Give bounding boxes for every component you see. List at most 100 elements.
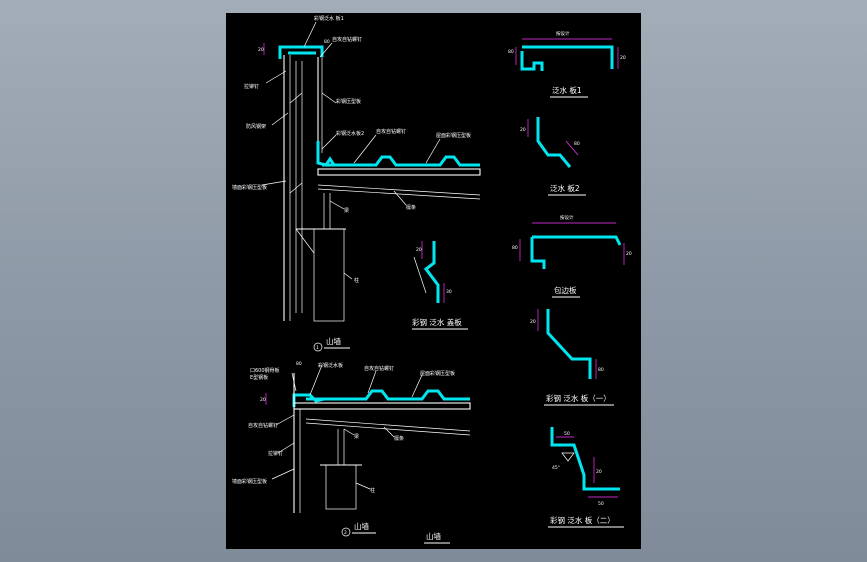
leader-wall xyxy=(261,180,287,186)
leader-roof xyxy=(425,138,441,164)
brace-1 xyxy=(289,92,303,104)
leader-frame xyxy=(271,112,289,126)
purlin-2 xyxy=(293,402,471,410)
flashing-1-detail: 按设计 80 20 泛水 板1 xyxy=(508,30,626,98)
flashing-b-dim-c-text: 20 xyxy=(596,469,602,475)
leader-rivet xyxy=(265,70,287,84)
flashing-a-dim-b-text: 80 xyxy=(598,367,604,373)
leader-beam xyxy=(329,200,345,210)
leader-purlin-2 xyxy=(383,426,395,438)
label-screw-2: 自攻自钻螺钉 xyxy=(364,365,394,372)
dim-20: 20 xyxy=(258,47,264,53)
leader-roof-2 xyxy=(411,374,423,398)
label-beam: 梁 xyxy=(344,207,349,214)
flashing-2-dim-b-text: 80 xyxy=(574,141,580,147)
cad-drawing: 20 80 彩钢泛水 板1 自攻自钻螺钉 拉铆钉 彩钢压型板 彩钢泛水板2 自攻… xyxy=(232,15,632,544)
label-column: 柱 xyxy=(354,277,359,284)
section-1-caption: 山墙 xyxy=(326,336,341,346)
beam-bottom xyxy=(317,188,481,200)
roof-panel-profile xyxy=(322,155,480,167)
dim-80-2: 80 xyxy=(296,361,302,367)
leader-wall-top xyxy=(321,92,337,104)
edge-cover-caption: 包边板 xyxy=(554,285,577,295)
leader-rivet-2 xyxy=(277,442,295,454)
label-beam-2: 梁 xyxy=(354,433,359,440)
section-2-detail: 20 80 口600钢骨板 E型钢板 彩钢泛水板 自攻自钻螺钉 屋面彩钢压型板 … xyxy=(232,361,471,537)
column-2 xyxy=(325,464,357,510)
leader-flashing-2 xyxy=(309,364,323,396)
leader-wall-2 xyxy=(271,468,295,480)
section-1-marker xyxy=(313,342,323,352)
flashing-shape xyxy=(292,393,325,407)
flashing-1-dim-a-text: 80 xyxy=(508,49,514,55)
knee-brace xyxy=(295,228,315,254)
edge-cover-dim-a-text: 80 xyxy=(512,245,518,251)
flashing-a-detail: 20 80 彩钢 泛水 板（一） xyxy=(530,309,614,406)
ridge-flashing-caption: 彩钢 泛水 盖板 xyxy=(412,317,462,327)
edge-cover-dim-top-text: 按设计 xyxy=(560,214,574,221)
flashing-1-detail-shape xyxy=(520,45,614,71)
section-2-number: 2 xyxy=(344,530,347,536)
leader-screw-2 xyxy=(367,370,377,394)
leader-screw-top xyxy=(319,42,333,58)
flashing-b-shape xyxy=(550,427,620,491)
drawing-sheet: 20 80 彩钢泛水 板1 自攻自钻螺钉 拉铆钉 彩钢压型板 彩钢泛水板2 自攻… xyxy=(226,13,641,549)
label-wall-top: 彩钢压型板 xyxy=(336,98,361,105)
beam-top xyxy=(317,184,481,196)
flashing-2-dim-a-text: 20 xyxy=(520,127,526,133)
label-flashing1: 彩钢泛水 板1 xyxy=(314,15,344,22)
label-rivet-2: 拉铆钉 xyxy=(268,450,283,457)
leader-purlin xyxy=(393,190,407,206)
label-steel-frame: 防风钢架 xyxy=(246,123,266,130)
label-purlin: 檩条 xyxy=(406,204,416,211)
flashing-2-detail: 20 80 泛水 板2 xyxy=(520,117,586,196)
flashing-b-caption: 彩钢 泛水 板（二） xyxy=(550,515,615,525)
label-roof-2: 屋面彩钢压型板 xyxy=(420,370,455,377)
ridge-flashing-shape xyxy=(423,241,440,303)
ridge-dim-a: 30 xyxy=(446,289,452,295)
leader-left-a xyxy=(291,372,297,392)
ridge-leader xyxy=(413,256,427,294)
dim-20-2: 20 xyxy=(260,397,266,403)
label-column-2: 柱 xyxy=(370,487,375,494)
ridge-flashing-detail: 30 20 彩钢 泛水 盖板 xyxy=(412,241,468,330)
flashing-2-detail-shape xyxy=(536,117,572,168)
label-left-a: 口600钢骨板 xyxy=(250,367,280,374)
flashing-a-dim-a-text: 20 xyxy=(530,319,536,325)
label-flashing2: 彩钢泛水板2 xyxy=(336,130,364,137)
flashing-a-shape xyxy=(546,309,592,379)
edge-cover-dim-b-text: 20 xyxy=(626,251,632,257)
leader-column-2 xyxy=(355,482,371,490)
flashing-1-shape xyxy=(278,45,324,59)
section-2-caption: 山墙 xyxy=(354,521,369,531)
leader-flashing2 xyxy=(321,134,337,150)
brace-2 xyxy=(289,182,303,194)
label-wall-2: 墙面彩钢压型板 xyxy=(232,478,267,485)
label-screw-roof: 自攻自钻螺钉 xyxy=(376,128,406,135)
label-screw-left: 自攻自钻螺钉 xyxy=(248,422,278,429)
leader-flashing1 xyxy=(303,21,317,48)
flashing-2-caption: 泛水 板2 xyxy=(550,183,580,193)
purlin xyxy=(317,168,481,176)
flashing-1-dim-top-text: 按设计 xyxy=(556,30,570,37)
flashing-b-detail: 50 50 20 45° 彩钢 泛水 板（二） xyxy=(548,427,624,528)
ridge-dim-b: 20 xyxy=(416,247,422,253)
flashing-b-dim-b-text: 50 xyxy=(598,501,604,507)
bottom-title: 山墙 xyxy=(426,531,441,541)
flashing-1-caption: 泛水 板1 xyxy=(552,85,582,95)
dim-80: 80 xyxy=(324,39,330,45)
flashing-2-dim-b xyxy=(565,140,579,156)
roof-panel-profile-2 xyxy=(306,389,470,401)
beam-bottom-2 xyxy=(305,422,471,436)
leader-screw-left xyxy=(275,414,295,426)
flashing-b-angle-mark xyxy=(561,452,575,462)
edge-cover-detail: 按设计 80 20 包边板 xyxy=(512,214,632,298)
beam-top-2 xyxy=(305,418,471,432)
label-wall-panel: 墙面彩钢压型板 xyxy=(232,184,267,191)
leader-screw-roof xyxy=(353,134,377,164)
leader-beam-2 xyxy=(343,428,355,436)
label-flashing-2: 彩钢泛水板 xyxy=(318,362,343,369)
flashing-a-caption: 彩钢 泛水 板（一） xyxy=(546,393,611,403)
label-screw-top: 自攻自钻螺钉 xyxy=(332,36,362,43)
leader-column xyxy=(343,272,353,280)
